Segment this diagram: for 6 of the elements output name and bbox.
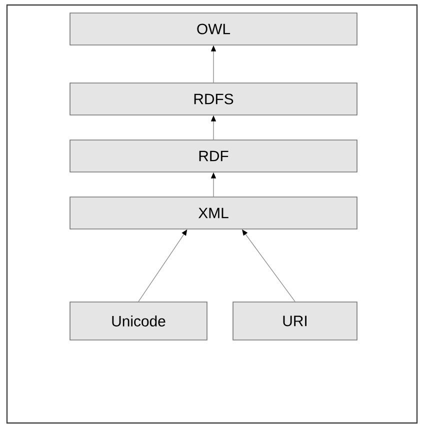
- layer-box: Unicode: [70, 302, 208, 340]
- layer-box: RDF: [70, 140, 358, 172]
- layer-box: RDFS: [70, 82, 358, 116]
- layer-box: OWL: [70, 12, 358, 46]
- layer-box: XML: [70, 196, 358, 230]
- layer-box: URI: [232, 302, 358, 340]
